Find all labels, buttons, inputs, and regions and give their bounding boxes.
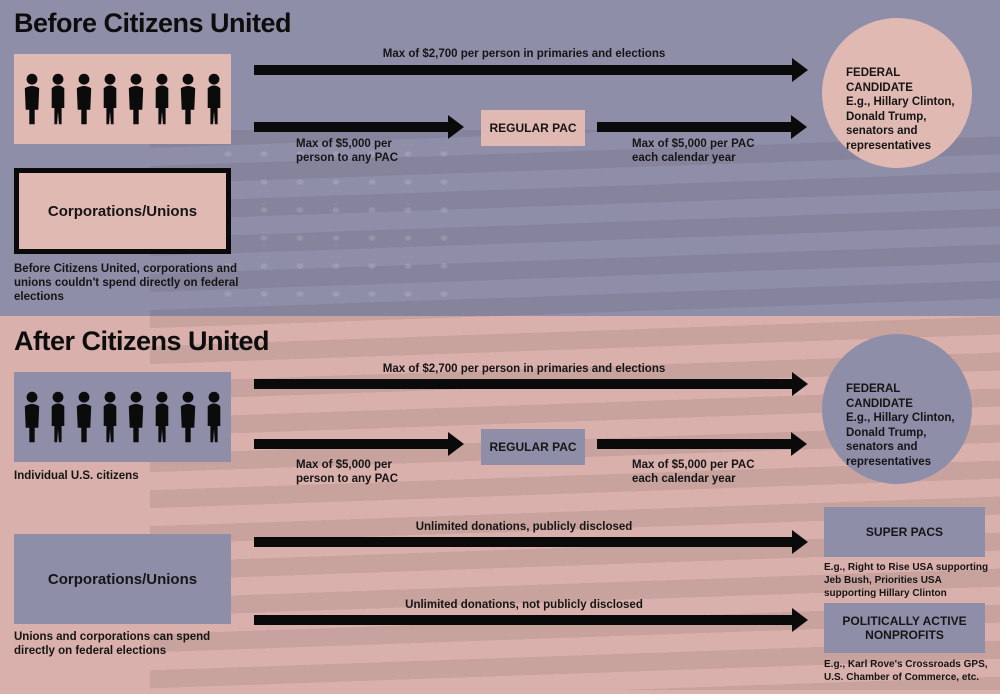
after-citizens-label: Individual U.S. citizens	[14, 470, 139, 482]
people-silhouettes-icon	[23, 387, 223, 447]
before-federal-candidate-circle: FEDERAL CANDIDATE E.g., Hillary Clinton,…	[822, 18, 972, 168]
after-arrow-direct-label: Max of $2,700 per person in primaries an…	[382, 363, 666, 375]
before-arrow-to-pac	[254, 115, 464, 139]
before-corporations-box: Corporations/Unions	[14, 168, 231, 254]
after-title: After Citizens United	[14, 326, 270, 356]
after-arrow-super-pacs	[254, 530, 808, 554]
before-arrow-from-pac	[597, 115, 807, 139]
before-corporations-label: Corporations/Unions	[47, 202, 198, 220]
after-arrow-direct	[254, 372, 808, 396]
after-super-pacs-box: SUPER PACS	[824, 507, 985, 557]
after-corporations-label: Corporations/Unions	[47, 570, 198, 588]
after-corporations-note: Unions and corporations can spend direct…	[14, 631, 211, 657]
after-arrow-from-pac-label: Max of $5,000 per PAC each calendar year	[632, 459, 755, 485]
before-arrow-to-pac-label: Max of $5,000 per person to any PAC	[296, 138, 399, 164]
after-candidate-title: FEDERAL CANDIDATE	[846, 383, 913, 410]
after-arrow-from-pac	[597, 432, 807, 456]
after-regular-pac-label: REGULAR PAC	[489, 440, 577, 454]
before-arrow-direct-label: Max of $2,700 per person in primaries an…	[382, 48, 666, 60]
after-nonprofits-label: POLITICALLY ACTIVE NONPROFITS	[842, 614, 967, 642]
after-arrow-nonprofits-label: Unlimited donations, not publicly disclo…	[405, 599, 643, 611]
after-super-pacs-label: SUPER PACS	[865, 525, 944, 539]
before-title: Before Citizens United	[14, 8, 292, 38]
before-candidate-desc: E.g., Hillary Clinton, Donald Trump, sen…	[846, 96, 955, 152]
after-nonprofits-examples: E.g., Karl Rove's Crossroads GPS, U.S. C…	[824, 659, 988, 683]
before-regular-pac-label: REGULAR PAC	[489, 121, 577, 135]
before-citizens-box	[14, 54, 231, 144]
after-citizens-box	[14, 372, 231, 462]
before-regular-pac-box: REGULAR PAC	[481, 110, 585, 146]
after-corporations-box: Corporations/Unions	[14, 534, 231, 624]
people-silhouettes-icon	[23, 69, 223, 129]
after-arrow-super-pacs-label: Unlimited donations, publicly disclosed	[415, 521, 633, 533]
after-arrow-to-pac	[254, 432, 464, 456]
after-federal-candidate-circle: FEDERAL CANDIDATE E.g., Hillary Clinton,…	[822, 334, 972, 484]
after-nonprofits-box: POLITICALLY ACTIVE NONPROFITS	[824, 603, 985, 653]
before-candidate-title: FEDERAL CANDIDATE	[846, 67, 913, 94]
before-corporations-note: Before Citizens United, corporations and…	[14, 263, 239, 303]
after-regular-pac-box: REGULAR PAC	[481, 429, 585, 465]
after-super-pacs-examples: E.g., Right to Rise USA supporting Jeb B…	[824, 562, 989, 599]
after-arrow-to-pac-label: Max of $5,000 per person to any PAC	[296, 459, 399, 485]
after-arrow-nonprofits	[254, 608, 808, 632]
before-arrow-from-pac-label: Max of $5,000 per PAC each calendar year	[632, 138, 755, 164]
before-arrow-direct	[254, 58, 808, 82]
after-candidate-desc: E.g., Hillary Clinton, Donald Trump, sen…	[846, 412, 955, 468]
